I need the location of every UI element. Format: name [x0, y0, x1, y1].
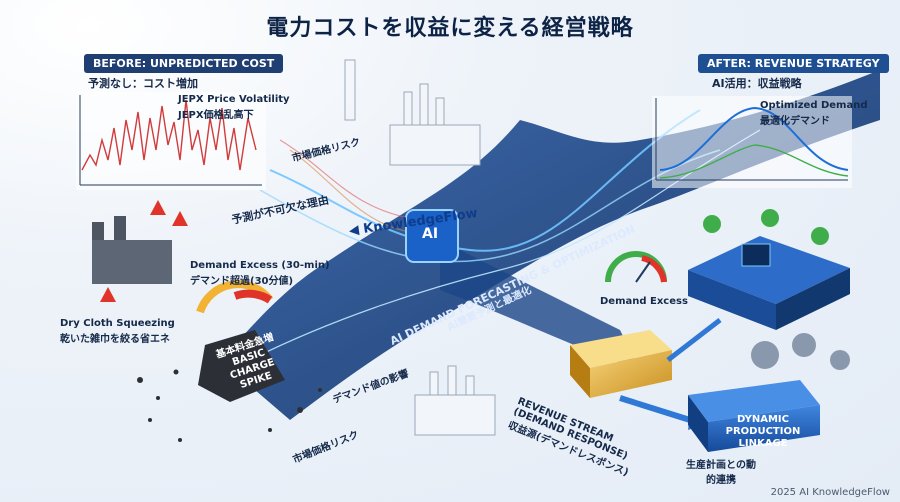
- risk-stream: [279, 139, 421, 221]
- dynamic-production-label: DYNAMIC PRODUCTION LINKAGE: [725, 414, 801, 449]
- linkage-label: 生産計画との動的連携: [686, 460, 756, 486]
- debris: [137, 369, 322, 442]
- before-badge: BEFORE: UNPREDICTED COST: [84, 54, 284, 73]
- charge-spike-weight: [198, 330, 285, 402]
- baseline-curve: [659, 144, 849, 179]
- after-badge: AFTER: REVENUE STRATEGY: [698, 54, 889, 73]
- gauge-after-label: Demand Excess: [600, 296, 688, 307]
- before-heading: 予測なし：コスト増加: [88, 77, 198, 90]
- optimized-label-en: Optimized Demand: [760, 100, 868, 111]
- smart-factory: [688, 209, 850, 330]
- dry-cloth-label-jp: 乾いた雑巾を絞る省エネ: [60, 334, 170, 345]
- optimized-label-jp: 最適化デマンド: [760, 116, 830, 127]
- ai-chip-tile: [405, 209, 459, 263]
- gauge-after-danger: [641, 255, 667, 283]
- flow-arrow: [666, 318, 722, 362]
- dry-cloth-label-en: Dry Cloth Squeezing: [60, 318, 175, 329]
- after-heading: AI活用：収益戦略: [712, 77, 802, 90]
- footer-credit: 2025 AI KnowledgeFlow: [770, 487, 890, 498]
- factory-outline-top: [344, 59, 481, 166]
- revenue-box-front: [590, 350, 672, 398]
- after-chart-panel: [652, 96, 852, 188]
- gauge-before-danger: [233, 289, 273, 304]
- optimized-demand-curve: [659, 106, 849, 171]
- volatility-label-en: JEPX Price Volatility: [178, 94, 290, 105]
- volatility-label-jp: JEPX価格乱高下: [178, 110, 254, 121]
- energy-stream: [259, 149, 721, 263]
- knowledgeflow-mark-icon: ◀: [348, 222, 360, 239]
- ai-chip-label: AI: [422, 226, 439, 242]
- factory-left: [92, 200, 188, 302]
- factory-outline-bottom: [414, 365, 496, 436]
- dynamic-box-top: [688, 380, 820, 422]
- page-title: 電力コストを収益に変える経営戦略: [266, 16, 634, 41]
- revenue-box-top: [570, 330, 672, 368]
- revenue-box-side: [570, 345, 590, 398]
- price-volatility-line: [81, 99, 257, 171]
- energy-stream: [269, 109, 701, 252]
- demand-excess-label-en: Demand Excess (30-min): [190, 260, 330, 271]
- flow-arrow: [619, 395, 691, 423]
- gears: [751, 333, 850, 370]
- before-chart-panel: [76, 92, 266, 190]
- gauge-needle: [635, 261, 651, 283]
- dynamic-box-front: [708, 405, 820, 452]
- demand-excess-label-jp: デマンド超過(30分値): [190, 276, 294, 287]
- dynamic-box-side: [688, 395, 708, 452]
